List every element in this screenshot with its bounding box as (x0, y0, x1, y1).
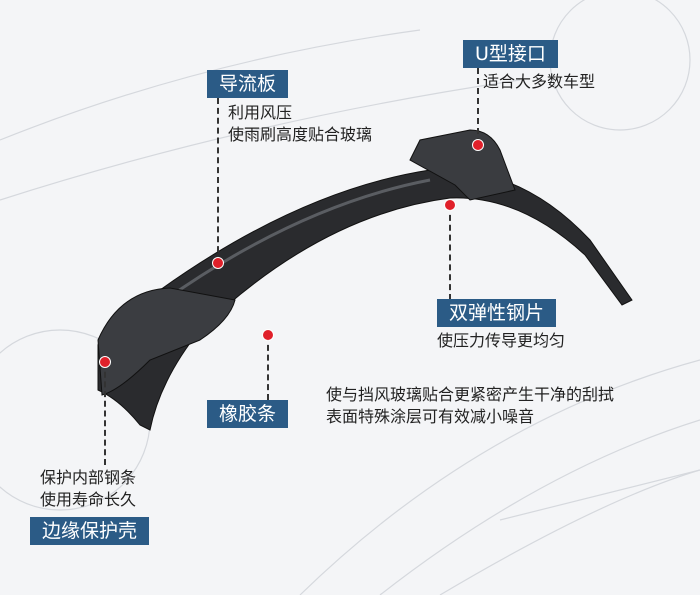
u-adapter-desc: 适合大多数车型 (483, 72, 596, 91)
spring-steel-leader-line (449, 205, 451, 300)
desc-line: 保护内部钢条 (40, 468, 137, 487)
desc-line: 使雨刷高度贴合玻璃 (228, 125, 373, 144)
u-adapter-marker (472, 139, 484, 151)
end-cap-leader-line (104, 362, 106, 465)
desc-line: 使与挡风玻璃贴合更紧密产生干净的刮拭 (326, 385, 615, 404)
rubber-leader-line (267, 335, 269, 400)
end-cap-marker (99, 356, 111, 368)
spring-steel-desc: 使压力传导更均匀 (437, 331, 566, 350)
end-cap-desc: 保护内部钢条 使用寿命长久 (40, 467, 136, 511)
spoiler-desc: 利用风压 使雨刷高度贴合玻璃 (228, 102, 372, 146)
rubber-tag: 橡胶条 (207, 400, 289, 428)
end-cap-tag: 边缘保护壳 (30, 517, 150, 545)
spoiler-leader-line (217, 98, 219, 262)
u-adapter-leader-line (477, 68, 479, 144)
spoiler-highlight (164, 178, 431, 302)
rubber-desc: 使与挡风玻璃贴合更紧密产生干净的刮拭 表面特殊涂层可有效减小噪音 (326, 384, 614, 428)
rubber-marker (262, 329, 274, 341)
desc-line: 使用寿命长久 (40, 490, 137, 509)
spoiler-tag: 导流板 (207, 70, 289, 98)
u-adapter-tag: U型接口 (463, 40, 558, 68)
spring-steel-tag: 双弹性钢片 (437, 299, 557, 327)
desc-line: 利用风压 (228, 103, 293, 122)
spoiler-marker (212, 257, 224, 269)
spring-steel-marker (444, 199, 456, 211)
u-adapter (409, 129, 516, 201)
end-cap (97, 287, 236, 396)
desc-line: 表面特殊涂层可有效减小噪音 (326, 407, 535, 426)
